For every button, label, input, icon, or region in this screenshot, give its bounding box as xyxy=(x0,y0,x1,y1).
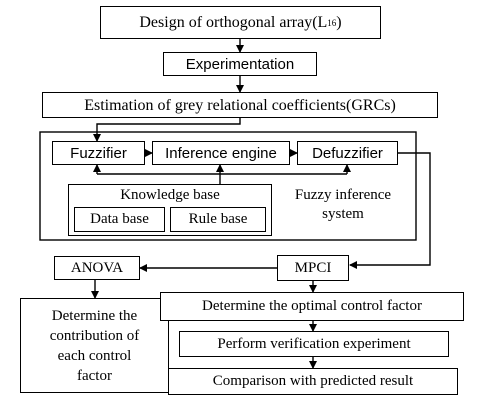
contribution-line-1: Determine the xyxy=(51,307,138,324)
contribution-line-4: factor xyxy=(77,367,112,384)
fuzzy-inference-system-label: Fuzzy inference system xyxy=(276,186,410,224)
comparison-label: Comparison with predicted result xyxy=(212,373,414,389)
contribution-line-2: contribution of xyxy=(49,327,140,344)
data-base-box: Data base xyxy=(74,207,165,232)
orthogonal-array-tail: ) xyxy=(336,14,342,31)
knowledge-base-label: Knowledge base xyxy=(120,187,220,203)
fis-label-line-2: system xyxy=(322,206,364,222)
inference-engine-label: Inference engine xyxy=(165,144,277,162)
arrow-grc-to-fuzzifier xyxy=(93,118,241,142)
experimentation-box: Experimentation xyxy=(163,52,317,76)
mpci-box: MPCI xyxy=(277,255,349,281)
arrow-defuzzifier-to-mpci xyxy=(349,152,431,269)
fuzzifier-label: Fuzzifier xyxy=(70,144,127,162)
comparison-box: Comparison with predicted result xyxy=(168,368,458,395)
contribution-line-3: each control xyxy=(57,347,132,364)
verification-box: Perform verification experiment xyxy=(179,331,449,357)
optimal-factor-label: Determine the optimal control factor xyxy=(202,298,422,314)
optimal-factor-box: Determine the optimal control factor xyxy=(160,292,464,321)
defuzzifier-label: Defuzzifier xyxy=(312,144,383,162)
fuzzy-inference-system-container xyxy=(39,131,417,241)
fuzzifier-box: Fuzzifier xyxy=(52,141,145,165)
grey-relational-box: Estimation of grey relational coefficien… xyxy=(42,92,438,118)
mpci-label: MPCI xyxy=(294,259,332,276)
verification-label: Perform verification experiment xyxy=(217,335,411,352)
anova-box: ANOVA xyxy=(54,256,140,280)
fis-label-line-1: Fuzzy inference xyxy=(294,187,392,203)
grey-relational-label: Estimation of grey relational coefficien… xyxy=(84,96,396,114)
data-base-label: Data base xyxy=(90,211,149,227)
anova-label: ANOVA xyxy=(70,259,124,276)
rule-base-box: Rule base xyxy=(170,207,266,232)
experimentation-label: Experimentation xyxy=(185,55,295,73)
inference-engine-box: Inference engine xyxy=(152,141,290,165)
contribution-box: Determine the contribution of each contr… xyxy=(20,298,169,393)
rule-base-label: Rule base xyxy=(188,211,248,227)
defuzzifier-box: Defuzzifier xyxy=(297,141,398,165)
orthogonal-array-label: Design of orthogonal array(L xyxy=(139,14,328,31)
